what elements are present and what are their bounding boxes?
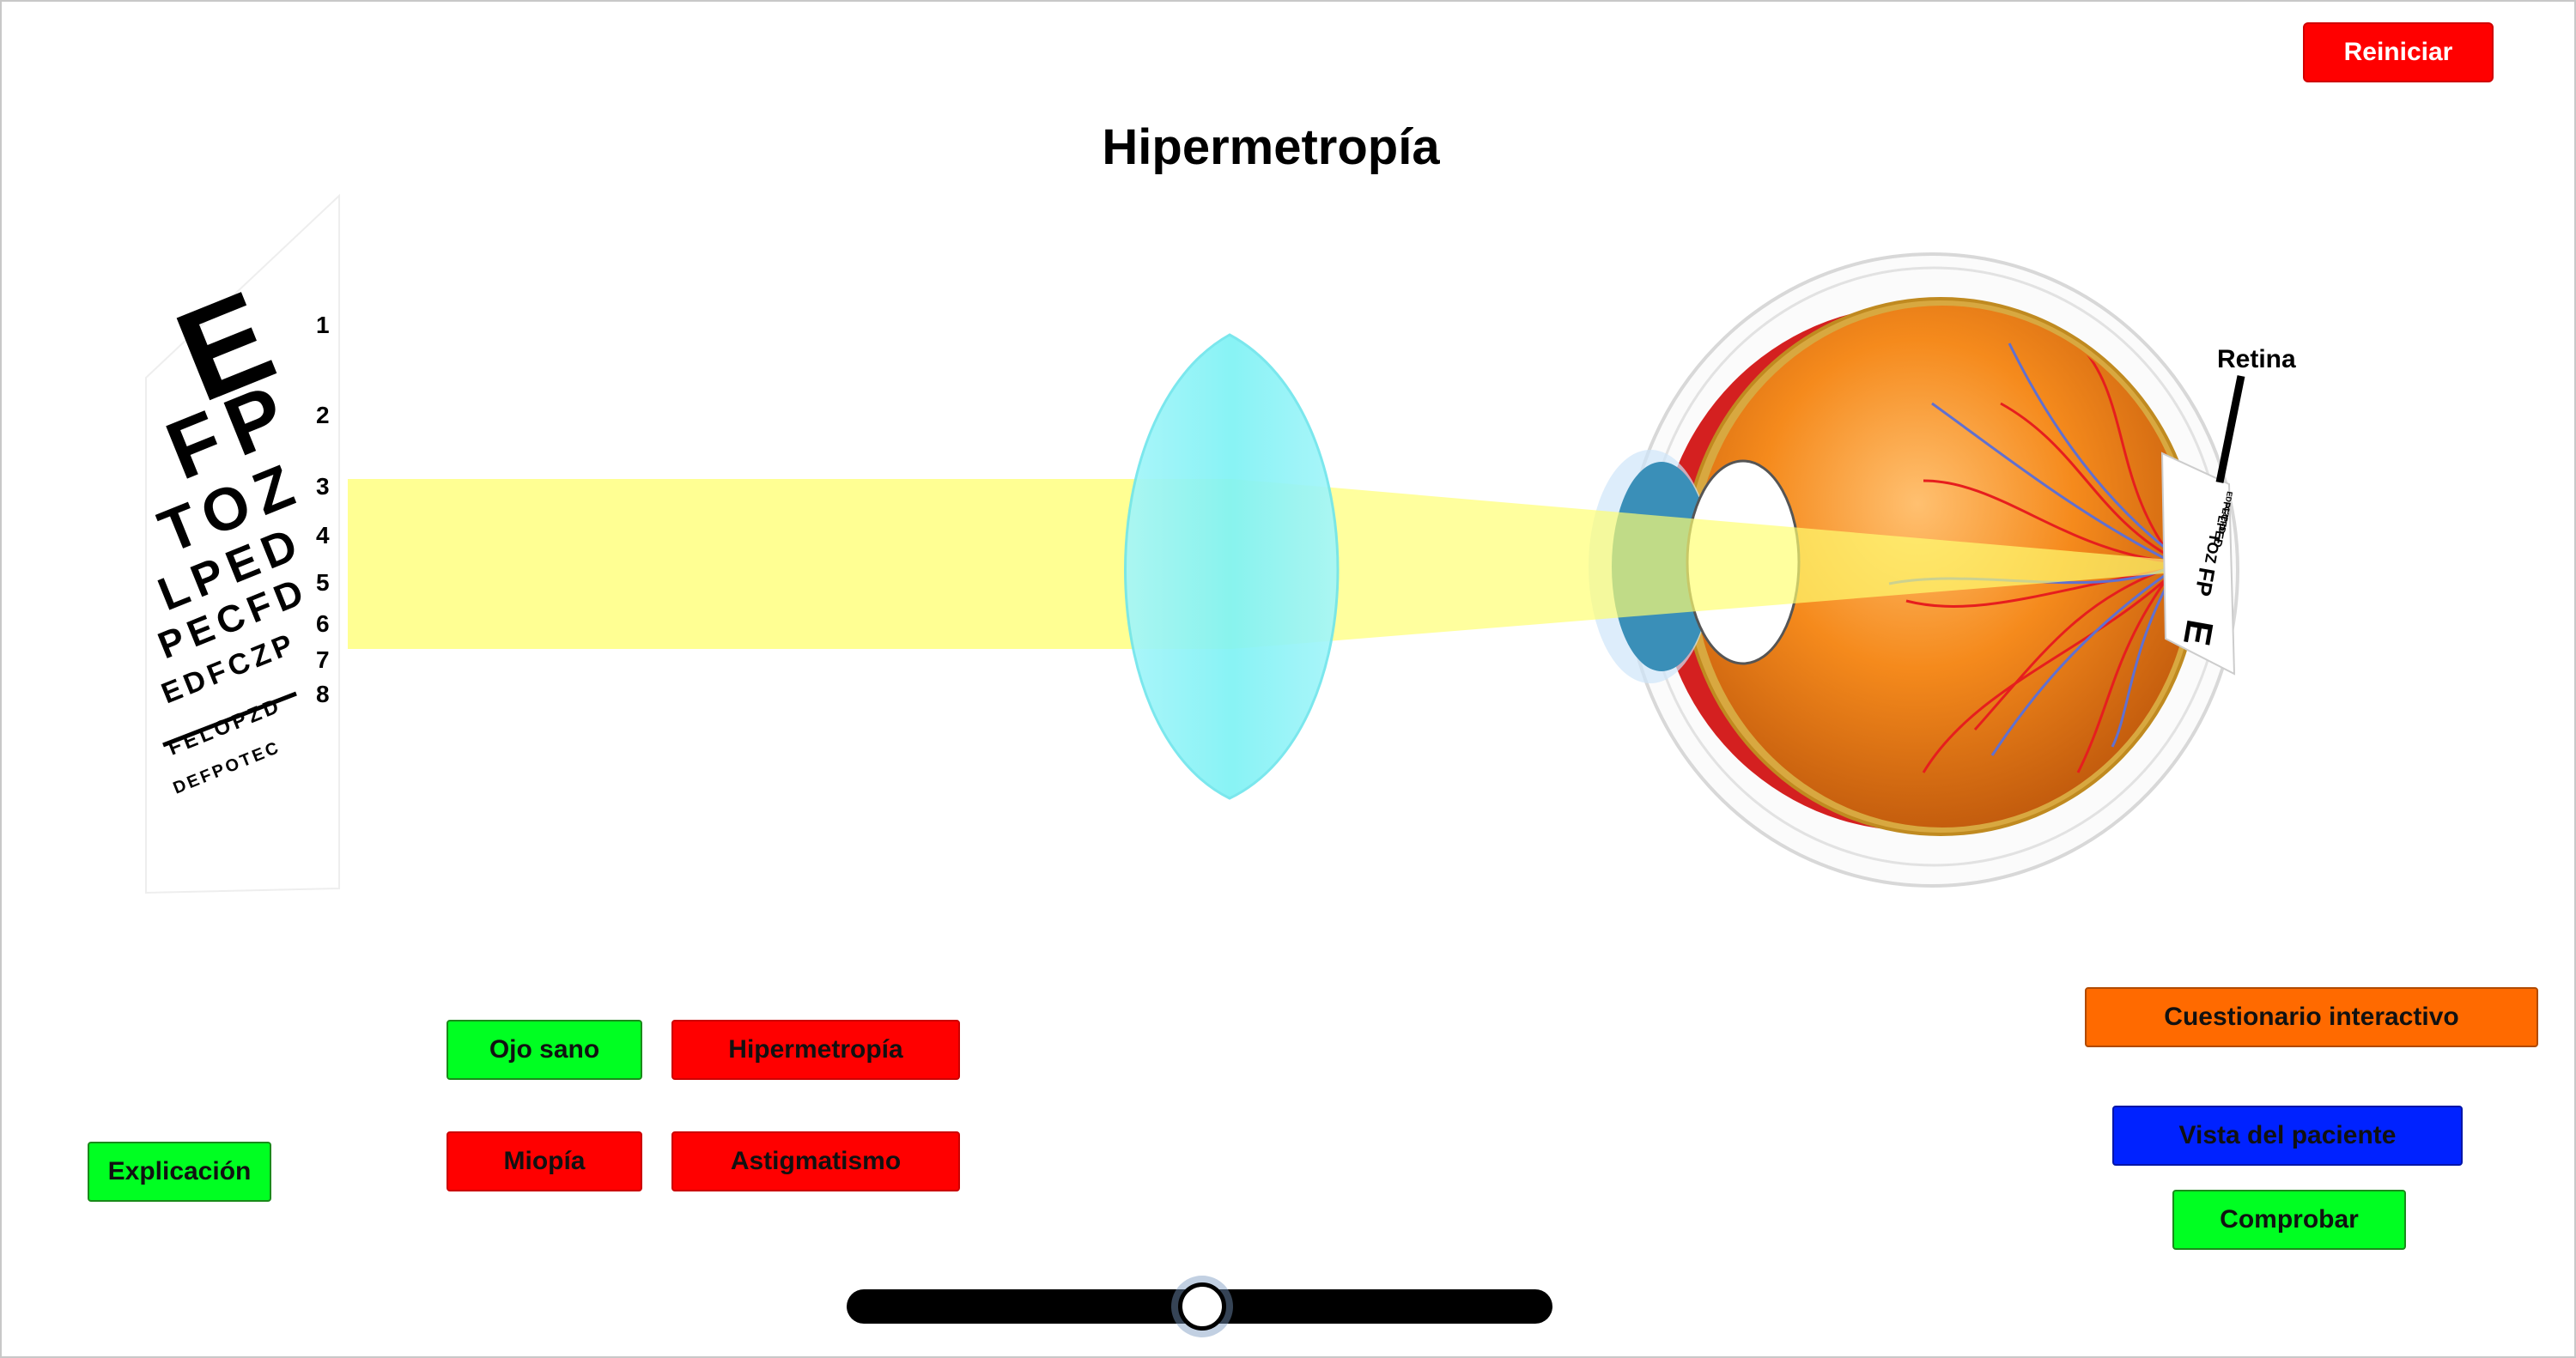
eye-chart-row-number: 8 bbox=[316, 681, 330, 707]
retina-pointer bbox=[2215, 375, 2245, 483]
blood-vessels bbox=[1888, 342, 2174, 773]
page-title: Hipermetropía bbox=[1102, 119, 1440, 175]
retina-chart-row: FP bbox=[2190, 566, 2220, 598]
eye-chart-row-number: 4 bbox=[316, 522, 330, 549]
healthy-eye-button[interactable]: Ojo sano bbox=[447, 1020, 642, 1080]
reset-button[interactable]: Reiniciar bbox=[2303, 22, 2494, 82]
refracted-light-beam bbox=[1232, 479, 2190, 649]
myopia-button[interactable]: Miopía bbox=[447, 1131, 642, 1191]
focus-slider-thumb[interactable] bbox=[1178, 1282, 1226, 1331]
converging-lens bbox=[1124, 333, 1340, 800]
eye-chart-row-number: 7 bbox=[316, 646, 330, 673]
eye-chart-row-number: 5 bbox=[316, 569, 330, 596]
eye-chart-row-number: 1 bbox=[316, 312, 330, 338]
hyperopia-button[interactable]: Hipermetropía bbox=[671, 1020, 960, 1080]
astigmatism-button[interactable]: Astigmatismo bbox=[671, 1131, 960, 1191]
explanation-button[interactable]: Explicación bbox=[88, 1142, 271, 1202]
retina-label: Retina bbox=[2217, 345, 2296, 373]
eye-chart-divider bbox=[162, 691, 297, 748]
interactive-quiz-button[interactable]: Cuestionario interactivo bbox=[2085, 987, 2538, 1047]
incoming-light-beam bbox=[348, 479, 1232, 649]
eye-chart-row-number: 3 bbox=[316, 473, 330, 500]
retina-chart-row: LPED bbox=[2211, 514, 2230, 549]
check-button[interactable]: Comprobar bbox=[2172, 1190, 2406, 1250]
patient-view-button[interactable]: Vista del paciente bbox=[2112, 1106, 2463, 1166]
light-beam bbox=[348, 479, 2190, 649]
eye-chart-row-number: 6 bbox=[316, 610, 330, 637]
eye-chart-row-number: 2 bbox=[316, 402, 330, 428]
